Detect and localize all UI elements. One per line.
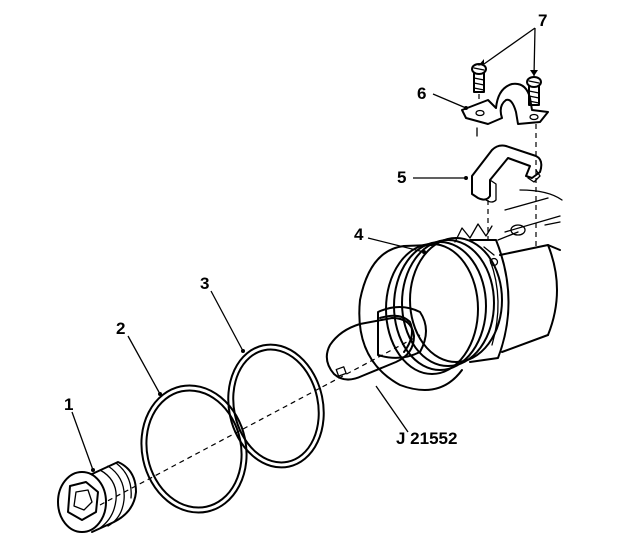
o-ring-3 — [227, 343, 325, 469]
screw-left — [471, 63, 487, 104]
tool-j21552 — [325, 306, 427, 381]
housing — [497, 189, 563, 353]
callout-7: 7 — [538, 11, 547, 30]
screw-right — [526, 76, 542, 106]
callout-4: 4 — [354, 225, 364, 244]
center-axis — [99, 334, 421, 506]
leader-dots — [91, 59, 538, 472]
piston-assembly — [358, 223, 510, 391]
callout-2: 2 — [116, 319, 125, 338]
plug — [57, 461, 137, 533]
o-ring-2 — [140, 384, 248, 514]
callout-1: 1 — [64, 395, 73, 414]
callout-3: 3 — [200, 274, 209, 293]
leader-lines — [71, 27, 536, 471]
callout-6: 6 — [417, 84, 426, 103]
bracket-clip — [471, 144, 543, 240]
callout-5: 5 — [397, 168, 406, 187]
saddle-bracket — [461, 82, 549, 250]
tool-label: J 21552 — [396, 429, 457, 448]
